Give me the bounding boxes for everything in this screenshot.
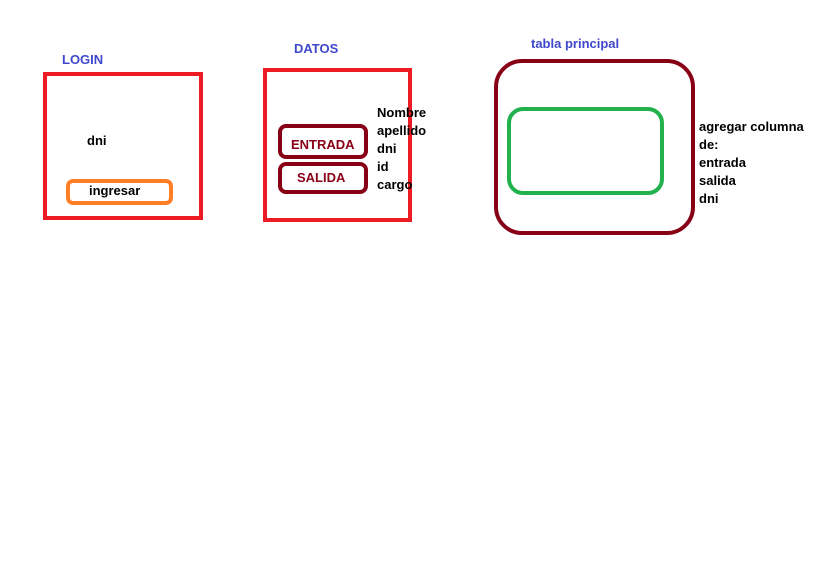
tabla-note-line: salida [699, 173, 736, 188]
login-dni-label: dni [87, 133, 107, 148]
ingresar-button[interactable] [66, 179, 173, 205]
datos-field-list: Nombre apellido dni id cargo [377, 104, 426, 194]
entrada-button[interactable] [278, 124, 368, 159]
tabla-notes: agregar columna de: entrada salida dni [699, 118, 804, 208]
ingresar-button-label: ingresar [89, 183, 141, 198]
datos-field-item: cargo [377, 177, 413, 192]
tabla-note-line: agregar columna [699, 119, 804, 134]
datos-box [263, 68, 412, 222]
tabla-principal-table[interactable] [507, 107, 664, 195]
tabla-principal-title: tabla principal [531, 36, 620, 51]
tabla-note-line: dni [699, 191, 719, 206]
salida-button-label: SALIDA [297, 170, 346, 185]
datos-field-item: apellido [377, 123, 427, 138]
datos-title: DATOS [294, 41, 339, 56]
tabla-principal-box [494, 59, 695, 235]
datos-field-item: Nombre [377, 105, 427, 120]
login-box [43, 72, 203, 220]
salida-button[interactable] [278, 162, 368, 194]
tabla-note-line: de: [699, 137, 719, 152]
tabla-note-line: entrada [699, 155, 746, 170]
datos-field-item: dni [377, 141, 397, 156]
login-title: LOGIN [62, 52, 104, 67]
entrada-button-label: ENTRADA [291, 137, 355, 152]
datos-field-item: id [377, 159, 389, 174]
